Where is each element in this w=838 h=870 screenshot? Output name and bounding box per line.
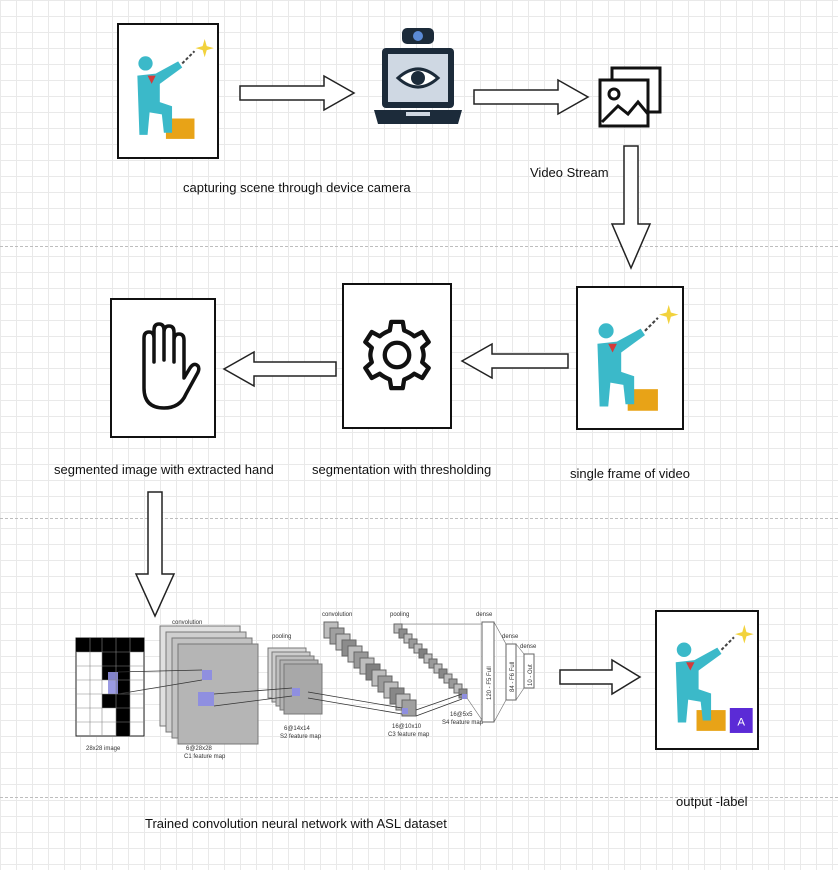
laptop-eye-icon xyxy=(374,28,462,124)
dense1-title: dense xyxy=(476,612,493,618)
s4-feature-maps xyxy=(393,623,468,699)
c1-feature-maps xyxy=(159,625,259,745)
pool2-title: pooling xyxy=(390,612,409,618)
dense-layer-1: 120 - F5 Full xyxy=(481,621,495,723)
arrow-capture-to-laptop xyxy=(239,74,356,112)
s2-feature-maps xyxy=(267,647,323,715)
c1-size: 6@28x28 xyxy=(186,746,212,752)
hand-node xyxy=(110,298,216,438)
dense-layer-3: 10 - Out xyxy=(523,653,535,689)
output-letter: A xyxy=(737,717,745,729)
dense3-text: 10 - Out xyxy=(528,664,534,686)
image-stack-icon xyxy=(598,66,662,128)
segmentation-node xyxy=(342,283,452,429)
single-frame-node xyxy=(576,286,684,430)
arrow-hand-to-cnn xyxy=(134,491,176,618)
arrow-segmentation-to-hand xyxy=(222,350,337,388)
s2-size: 6@14x14 xyxy=(284,726,310,732)
person-pointing-icon xyxy=(597,304,679,411)
output-node: A xyxy=(655,610,759,750)
s4-size: 16@5x5 xyxy=(450,712,473,718)
conv2-title: convolution xyxy=(322,612,352,618)
c3-feature-maps xyxy=(323,621,417,717)
arrow-image-to-frame xyxy=(610,145,652,270)
row-separator-2 xyxy=(0,518,838,519)
arrow-cnn-to-output xyxy=(559,658,642,696)
c1-label: C1 feature map xyxy=(184,754,226,760)
person-pointing-icon: A xyxy=(675,624,754,733)
cnn-architecture: 28x28 image convolution 6@28x28 C1 featu… xyxy=(75,612,537,760)
dense-layer-2: 84 - F6 Full xyxy=(505,643,517,701)
segmentation-label: segmentation with thresholding xyxy=(312,462,492,477)
capture-node xyxy=(117,23,219,159)
c3-label: C3 feature map xyxy=(388,732,430,738)
pool1-title: pooling xyxy=(272,634,291,640)
output-label: output -label xyxy=(676,794,748,809)
gear-icon xyxy=(363,319,431,391)
hand-label: segmented image with extracted hand xyxy=(54,462,274,477)
input-image-grid xyxy=(75,637,145,737)
dense1-text: 120 - F5 Full xyxy=(487,666,493,700)
c3-size: 16@10x10 xyxy=(392,724,422,730)
input-size-label: 28x28 image xyxy=(86,746,121,752)
conv1-title: convolution xyxy=(172,620,202,626)
dense3-title: dense xyxy=(520,644,537,650)
person-pointing-icon xyxy=(137,38,214,139)
dense2-title: dense xyxy=(502,634,519,640)
row-separator-1 xyxy=(0,246,838,247)
s2-label: S2 feature map xyxy=(280,734,322,740)
video-stream-label: Video Stream xyxy=(530,165,609,180)
hand-icon xyxy=(142,322,201,410)
cnn-label: Trained convolution neural network with … xyxy=(145,816,447,831)
s4-label: S4 feature map xyxy=(442,720,484,726)
capture-label: capturing scene through device camera xyxy=(183,180,411,195)
row-separator-3 xyxy=(0,797,838,798)
single-frame-label: single frame of video xyxy=(570,466,690,481)
dense2-text: 84 - F6 Full xyxy=(510,662,516,692)
arrow-frame-to-segmentation xyxy=(460,342,569,380)
arrow-laptop-to-image xyxy=(473,78,590,116)
